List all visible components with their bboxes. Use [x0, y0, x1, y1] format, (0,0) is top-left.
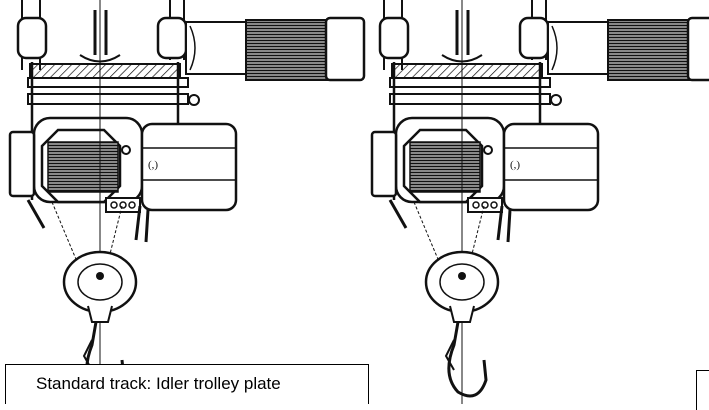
caption-box-right-edge [696, 370, 709, 410]
caption-text: Standard track: Idler trolley plate [36, 374, 281, 393]
caption-box: Standard track: Idler trolley plate [5, 364, 369, 404]
hoist-drawing-left [8, 0, 366, 404]
hoist-drawing-right [370, 0, 709, 404]
